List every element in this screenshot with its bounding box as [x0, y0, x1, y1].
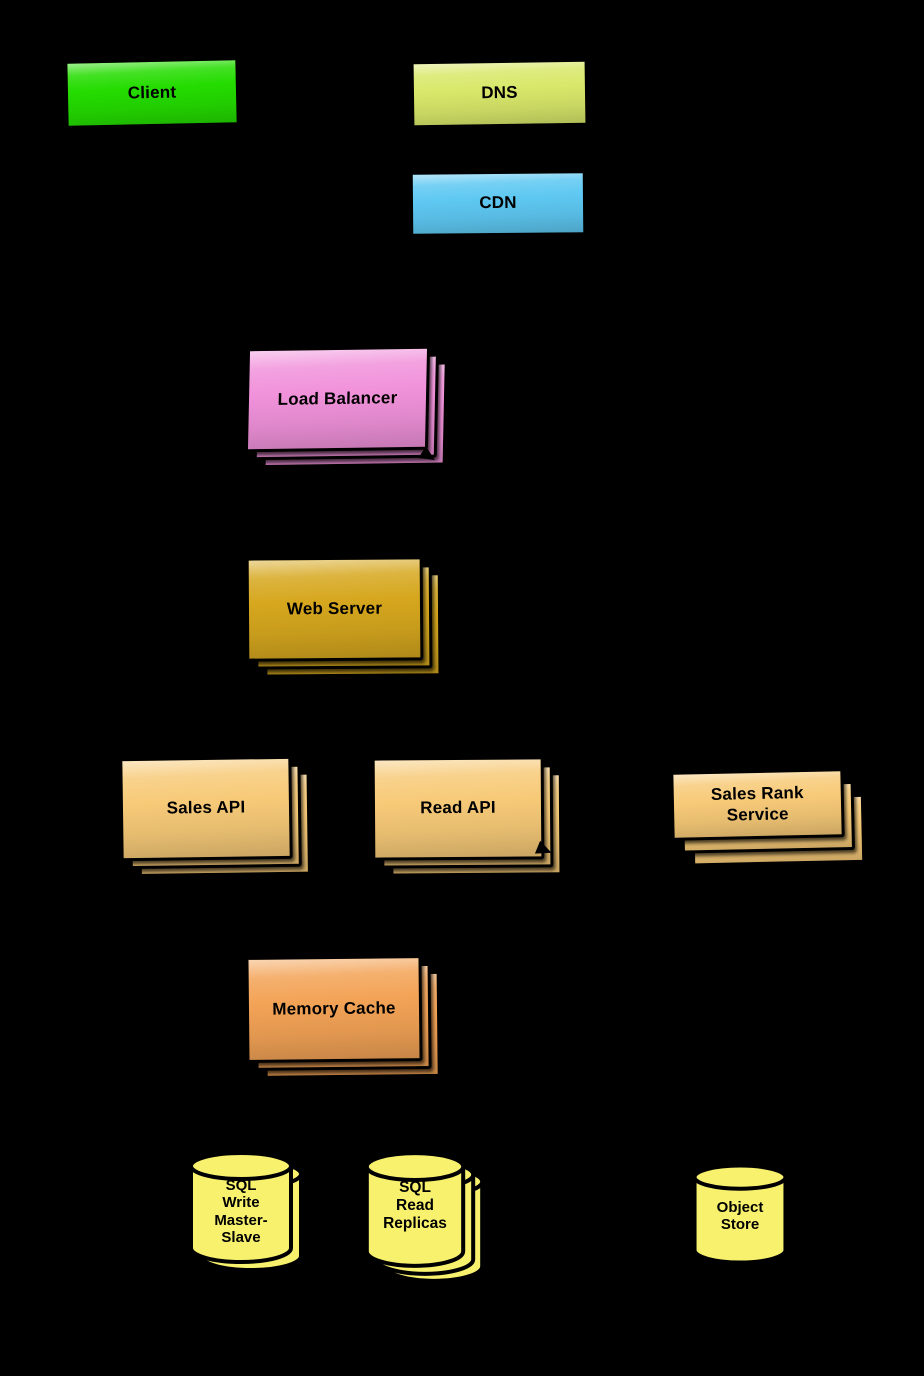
client-box: Client — [64, 57, 240, 129]
node-read-api[interactable]: Read API — [371, 756, 563, 877]
node-load-balancer[interactable]: Load Balancer — [244, 345, 448, 469]
node-memory-cache[interactable]: Memory Cache — [245, 955, 441, 1079]
load-balancer-label: Load Balancer — [277, 387, 398, 409]
database-cylinder-shape — [690, 1162, 790, 1267]
cdn-box: CDN — [409, 170, 587, 237]
node-sql-read-replicas[interactable]: SQL Read Replicas — [362, 1149, 468, 1271]
memory-cache-label: Memory Cache — [272, 998, 396, 1019]
cdn-label: CDN — [479, 193, 517, 213]
dns-label: DNS — [481, 83, 518, 103]
node-client[interactable]: Client — [64, 57, 240, 129]
node-object-store[interactable]: Object Store — [690, 1162, 790, 1267]
read-api-label: Read API — [420, 798, 496, 818]
read-api-box: Read API — [371, 756, 545, 861]
client-label: Client — [127, 82, 177, 103]
object-store-label: Object Store — [716, 1199, 764, 1234]
load-balancer-box: Load Balancer — [244, 345, 431, 453]
node-web-server[interactable]: Web Server — [245, 556, 442, 678]
node-cdn[interactable]: CDN — [409, 170, 587, 237]
sql-read-replicas-label: SQL Read Replicas — [383, 1179, 447, 1232]
node-sql-write-master-slave[interactable]: SQL Write Master- Slave — [186, 1149, 296, 1267]
database-cylinder-shape — [362, 1149, 468, 1271]
node-dns[interactable]: DNS — [410, 58, 589, 129]
database-cylinder-shape — [186, 1149, 296, 1267]
sales-api-box: Sales API — [119, 755, 293, 862]
web-server-box: Web Server — [245, 556, 424, 662]
node-sales-rank-service[interactable]: Sales Rank Service — [670, 768, 866, 867]
sales-rank-service-box: Sales Rank Service — [670, 768, 845, 841]
web-server-label: Web Server — [286, 598, 383, 619]
sales-api-label: Sales API — [166, 797, 246, 818]
sales-rank-service-label: Sales Rank Service — [710, 783, 804, 825]
memory-cache-box: Memory Cache — [245, 955, 423, 1063]
node-sales-api[interactable]: Sales API — [119, 755, 311, 877]
dns-box: DNS — [410, 58, 589, 129]
sql-write-master-slave-label: SQL Write Master- Slave — [214, 1177, 268, 1246]
